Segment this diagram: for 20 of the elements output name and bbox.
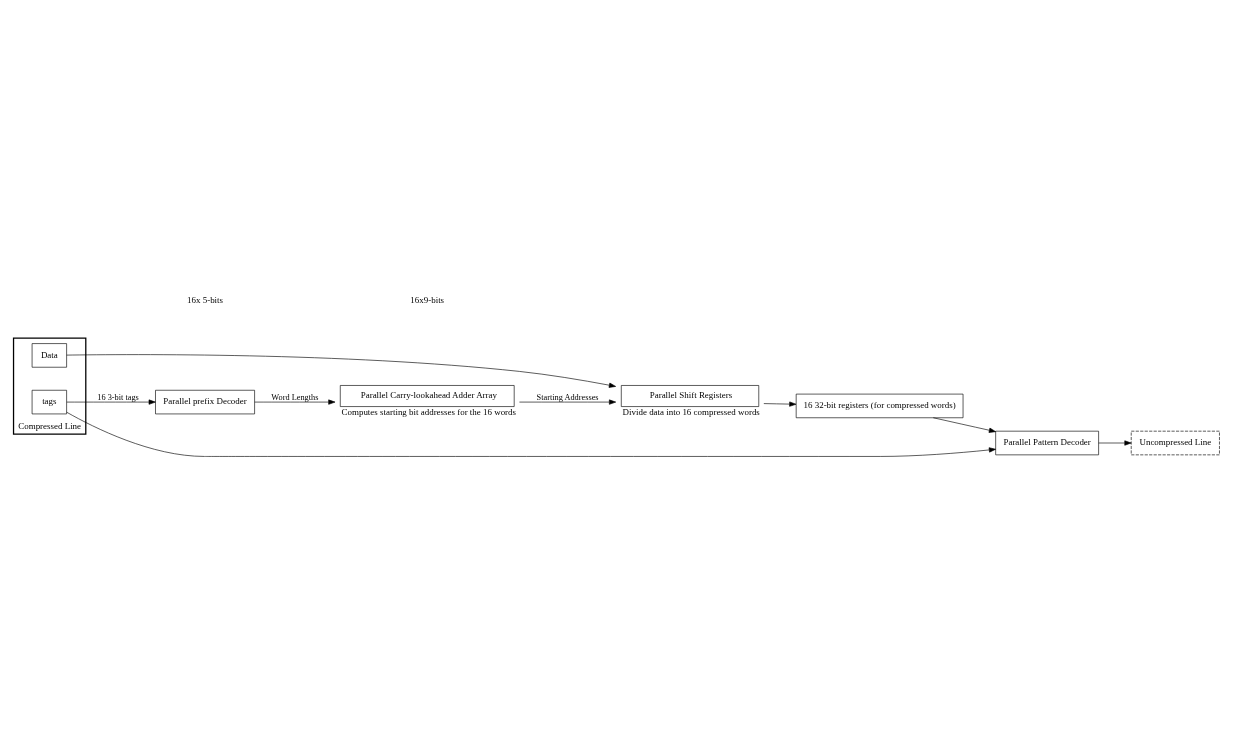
arrow xyxy=(519,399,617,405)
node-box: Uncompressed Line xyxy=(1130,430,1220,456)
arrow xyxy=(66,354,616,388)
arrow xyxy=(1098,440,1132,446)
arrow xyxy=(933,417,996,433)
node-label: Divide data into 16 compressed words xyxy=(622,407,760,418)
arrow xyxy=(763,401,797,407)
label: 16x9-bits xyxy=(410,295,445,306)
node-box: 16 32-bit registers (for compressed words) xyxy=(795,393,964,419)
node-box: Parallel Pattern Decoder xyxy=(995,430,1099,456)
arrow xyxy=(254,399,336,405)
arrow xyxy=(66,399,156,405)
node-box: Parallel prefix Decoder xyxy=(155,389,255,415)
node-box: Parallel Shift Registers xyxy=(620,385,760,407)
label: 16x 5-bits xyxy=(187,295,224,306)
node-box: Data xyxy=(31,343,67,368)
arrow xyxy=(66,411,996,457)
node-label: Computes starting bit addresses for the 16 words xyxy=(341,407,517,418)
node-box: Parallel Carry-lookahead Adder Array xyxy=(339,385,515,407)
node-box: tags xyxy=(31,389,67,415)
